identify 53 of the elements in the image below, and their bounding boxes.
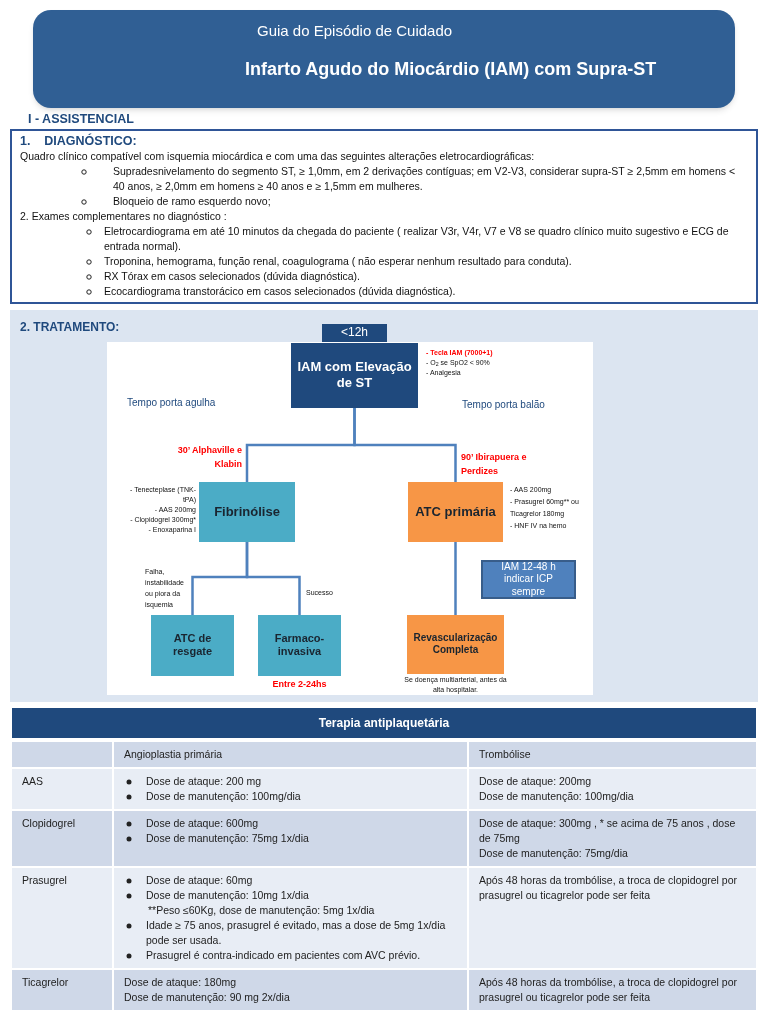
cell-text: Ticagrelor [22,974,70,990]
list-item: Troponina, hemograma, função renal, coagulograma ( não esperar nenhum resultado para conduta). [104,253,572,269]
note-box: IAM 12-48 h indicar ICP sempre [481,559,576,599]
cell-text: Dose de manutenção: 100mg/dia [479,788,635,804]
list-item: Dose de ataque: 200 mg [146,773,261,789]
list-item: RX Tórax em casos selecionados (dúvida diagnóstica). [104,268,361,284]
list-item: Ecocardiograma transtorácico em casos selecionados (dúvida diagnóstica). [104,283,456,299]
table-header: Terapia antiplaquetária [12,707,756,738]
cell-text: Dose de ataque: 300mg , * se acima de 75 anos , dose de 75mg [479,815,737,846]
list-item: Prasugrel é contra-indicado em pacientes com AVC prévio. [146,947,421,963]
section-heading: 2. TRATAMENTO: [20,318,120,336]
page-title: Infarto Agudo do Miocárdio (IAM) com Supra-ST [245,58,657,81]
annotation-text: Tempo porta balão [462,397,545,412]
cell-text: Dose de manutenção: 90 mg 2x/dia [124,989,291,1005]
cell-text: Trombólise [479,746,532,762]
list-item: Dose de manutenção: 100mg/dia [146,788,301,804]
list-item: Idade ≥ 75 anos, prasugrel é evitado, mas a dose de 5mg 1x/dia pode ser usada. [146,917,447,948]
edge-label: 30’ Alphaville e Klabin [176,443,242,471]
header-subtitle: Guia do Episódio de Cuidado [257,21,453,41]
time-box: <12h [322,323,387,342]
paragraph: Quadro clínico compatível com isquemia miocárdica e com uma das seguintes alterações eletrocardiográficas: [20,148,536,164]
process-box: Farmaco-invasiva [258,614,341,676]
edge-label: 90’ Ibirapuera e Perdizes [461,450,528,478]
cell-text: Prasugrel [22,872,68,888]
cell-text: Dose de ataque: 200mg [479,773,593,789]
cell-text: Dose de ataque: 180mg [124,974,238,990]
process-box: Revascularização Completa [407,614,504,674]
cell-text: AAS [22,773,44,789]
list-item: Dose de manutenção: 10mg 1x/dia [146,887,309,903]
list-item: Dose de ataque: 60mg [146,872,253,888]
connector-line [245,541,301,615]
connector-line [454,541,457,615]
section-heading: 1. DIAGNÓSTICO: [20,133,138,149]
connector-line [353,407,457,482]
process-box: IAM com Elevação de ST [291,342,418,408]
list-item: Dose de ataque: 600mg [146,815,259,831]
cell-text: Angioplastia primária [124,746,224,762]
cell-text: Dose de manutenção: 75mg/dia [479,845,629,861]
paragraph: 2. Exames complementares no diagnóstico : [20,208,228,224]
list-item: Eletrocardiograma em até 10 minutos da chegada do paciente ( realizar V3r, V4r, V7 e V8 se quadro clínico muito sugestivo e ECG de entrada normal). [104,223,730,254]
section-heading: I - ASSISTENCIAL [27,111,135,128]
process-box: Fibrinólise [199,481,295,542]
process-box: ATC de resgate [151,614,234,676]
cell-text: **Peso ≤60Kg, dose de manutenção: 5mg 1x/dia [147,902,376,918]
cell-text: Clopidogrel [22,815,77,831]
annotation-text: Tempo porta agulha [127,395,216,410]
list-item: Bloqueio de ramo esquerdo novo; [113,193,271,209]
process-box: ATC primária [408,481,503,542]
cell-text: Após 48 horas da trombólise, a troca de clopidogrel por prasugrel ou ticagrelor pode ser feita [479,974,738,1005]
list-item: Dose de manutenção: 75mg 1x/dia [146,830,309,846]
cell-text: Após 48 horas da trombólise, a troca de clopidogrel por prasugrel ou ticagrelor pode ser feita [479,872,738,903]
note-text: Entre 2-24hs [271,677,328,691]
list-item: Supradesnivelamento do segmento ST, ≥ 1,0mm, em 2 derivações contíguas; em V2-V3, considerar supra-ST ≥ 2,5mm em homens < 40 anos, ≥ 2,0mm em homens ≥ 40 anos e ≥ 1,5mm em mulheres. [113,163,737,194]
